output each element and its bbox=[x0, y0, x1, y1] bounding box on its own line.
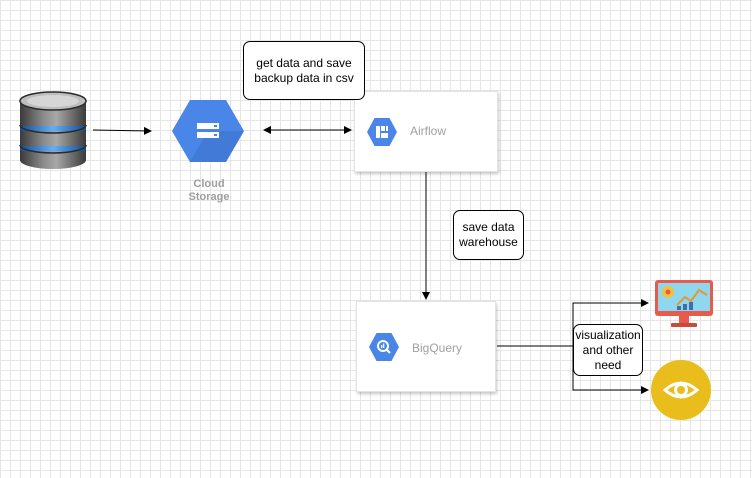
edge-database-to-storage bbox=[92, 126, 152, 135]
airflow-node[interactable]: Airflow bbox=[354, 91, 498, 172]
cloud-storage-icon bbox=[172, 100, 244, 162]
bigquery-node[interactable]: BigQuery bbox=[356, 301, 496, 392]
note-get-data: get data and save backup data in csv bbox=[243, 41, 365, 100]
dashboard-monitor-icon bbox=[655, 280, 713, 327]
cloud-storage-label: Cloud Storage bbox=[188, 178, 230, 203]
note-visualization: visualization and other need bbox=[573, 324, 643, 376]
note-save-data: save data warehouse bbox=[453, 210, 524, 260]
bigquery-icon bbox=[369, 333, 399, 361]
airflow-icon bbox=[367, 118, 397, 146]
airflow-label: Airflow bbox=[410, 124, 447, 138]
database-icon bbox=[19, 91, 87, 169]
bigquery-label: BigQuery bbox=[412, 341, 463, 355]
eye-icon bbox=[651, 360, 711, 420]
